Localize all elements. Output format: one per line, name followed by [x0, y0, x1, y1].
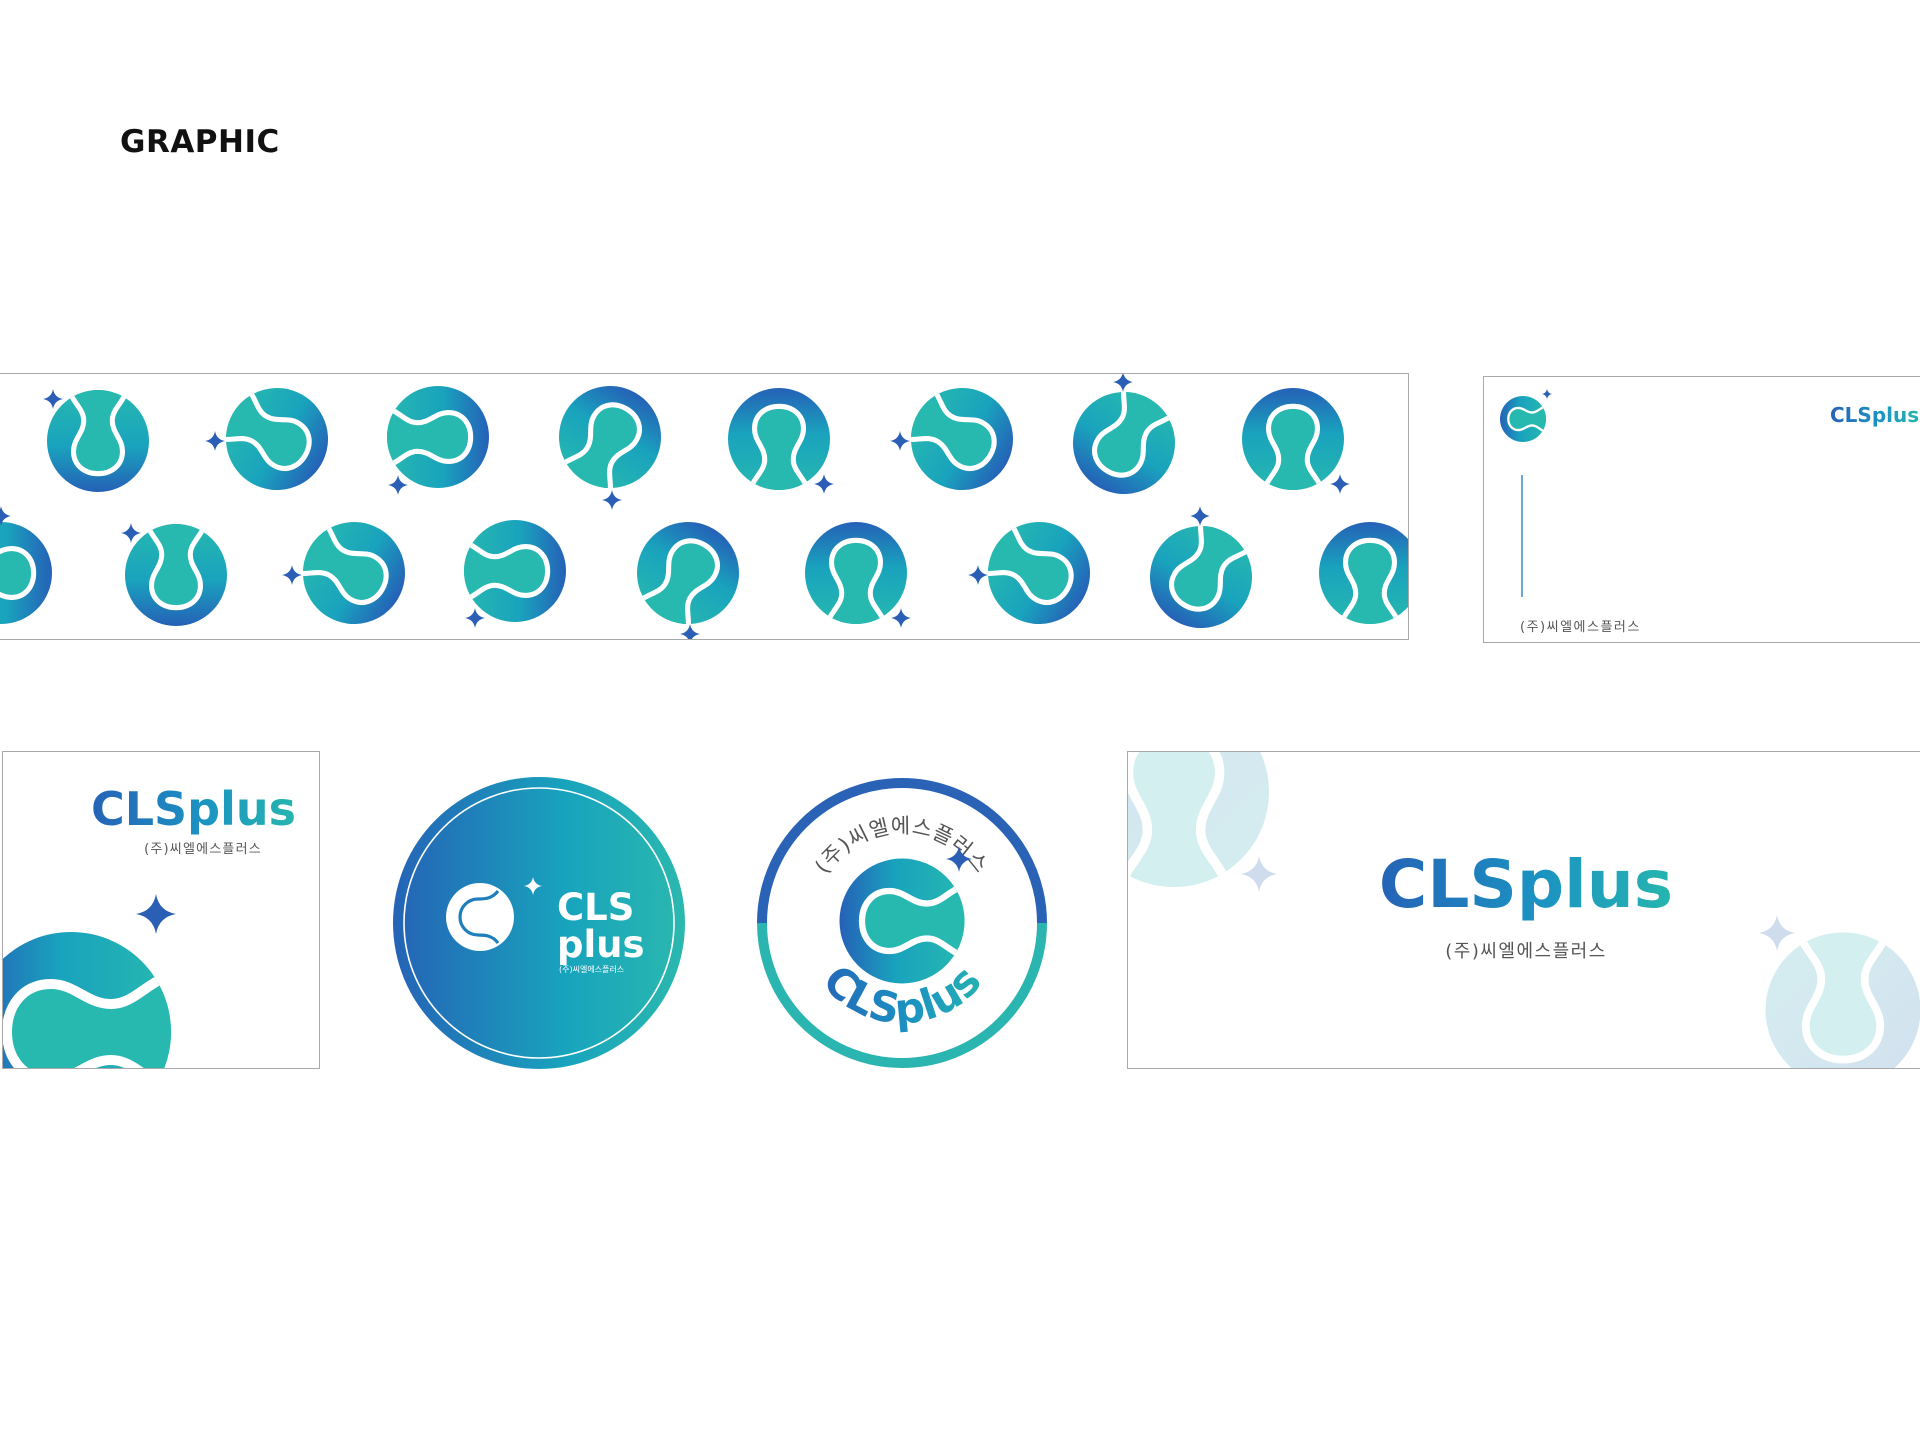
sparkle-icon — [891, 608, 911, 628]
business-card-panel: CLSplus (주)씨엘에스플러스 — [2, 751, 320, 1069]
ball-icon — [613, 503, 757, 640]
pale-ball-icon — [1128, 752, 1269, 906]
ball-icon — [1054, 374, 1198, 513]
badge-solid-company: (주)씨엘에스플러스 — [559, 964, 624, 974]
banner-canvas: CLSplus (주)씨엘에스플러스 — [1128, 752, 1920, 1069]
ball-icon — [3, 932, 191, 1069]
sparkle-icon — [1330, 474, 1350, 494]
envelope-panel: CLSplus (주)씨엘에스플러스 — [1483, 376, 1920, 643]
card-company: (주)씨엘에스플러스 — [144, 842, 262, 857]
sparkle-icon — [121, 523, 141, 543]
envelope-company: (주)씨엘에스플러스 — [1520, 620, 1641, 635]
sparkle-icon — [524, 877, 542, 895]
ring-top-half — [757, 778, 1047, 924]
badge-solid-canvas: CLS plus (주)씨엘에스플러스 — [393, 777, 685, 1069]
badge-disc — [393, 777, 685, 1069]
ball-icon — [1319, 522, 1409, 634]
sparkle-icon — [680, 624, 700, 639]
badge-solid-line2: plus — [557, 923, 645, 966]
sparkle-icon — [136, 894, 176, 934]
ball-icon — [377, 386, 489, 488]
sparkle-icon — [43, 389, 63, 409]
badge-ring-canvas: (주)씨엘에스플러스 CLSplus — [757, 778, 1047, 1068]
card-brand: CLSplus — [91, 782, 296, 836]
c-logo-icon — [1500, 396, 1551, 442]
badge-solid-line1: CLS — [557, 886, 634, 929]
ball-icon — [275, 498, 423, 640]
c-logo-icon — [446, 883, 514, 951]
brand-banner-panel: CLSplus (주)씨엘에스플러스 — [1127, 751, 1920, 1069]
brand-pattern-panel — [0, 373, 1409, 640]
ball-icon — [805, 522, 907, 634]
sparkle-icon — [205, 431, 225, 451]
ring-bottom-half — [757, 922, 1047, 1068]
card-canvas: CLSplus (주)씨엘에스플러스 — [3, 782, 296, 1069]
page-title: GRAPHIC — [120, 124, 280, 160]
sparkle-icon — [1113, 374, 1133, 392]
sparkle-icon — [968, 565, 988, 585]
pale-ball-icon — [1766, 917, 1920, 1069]
banner-company: (주)씨엘에스플러스 — [1445, 941, 1607, 962]
banner-brand: CLSplus — [1379, 846, 1673, 923]
pale-sparkle-icon — [1759, 915, 1795, 951]
sparkle-icon — [282, 565, 302, 585]
ball-icon — [47, 380, 149, 492]
sparkle-icon — [1190, 506, 1210, 526]
ball-icon — [1131, 498, 1275, 640]
badge-inner-ring — [403, 787, 675, 1059]
sparkle-icon — [1542, 389, 1552, 399]
ball-icon — [0, 522, 52, 624]
badge-solid: CLS plus (주)씨엘에스플러스 — [391, 775, 687, 1071]
sparkle-icon — [890, 431, 910, 451]
ball-icon — [454, 520, 566, 622]
ball-icon — [1242, 388, 1344, 500]
pale-sparkle-icon — [1241, 856, 1277, 892]
ball-icon — [535, 374, 679, 516]
sparkle-icon — [602, 490, 622, 510]
sparkle-icon — [465, 608, 485, 628]
ball-icon — [125, 514, 227, 626]
badge-ring: (주)씨엘에스플러스 CLSplus — [754, 775, 1050, 1071]
envelope-brand: CLSplus — [1830, 403, 1919, 427]
sparkle-icon — [814, 474, 834, 494]
envelope-canvas: CLSplus (주)씨엘에스플러스 — [1484, 389, 1920, 635]
ball-icon — [960, 498, 1108, 640]
pattern-canvas — [0, 374, 1409, 640]
ball-icon — [728, 388, 830, 500]
sparkle-icon — [388, 475, 408, 495]
